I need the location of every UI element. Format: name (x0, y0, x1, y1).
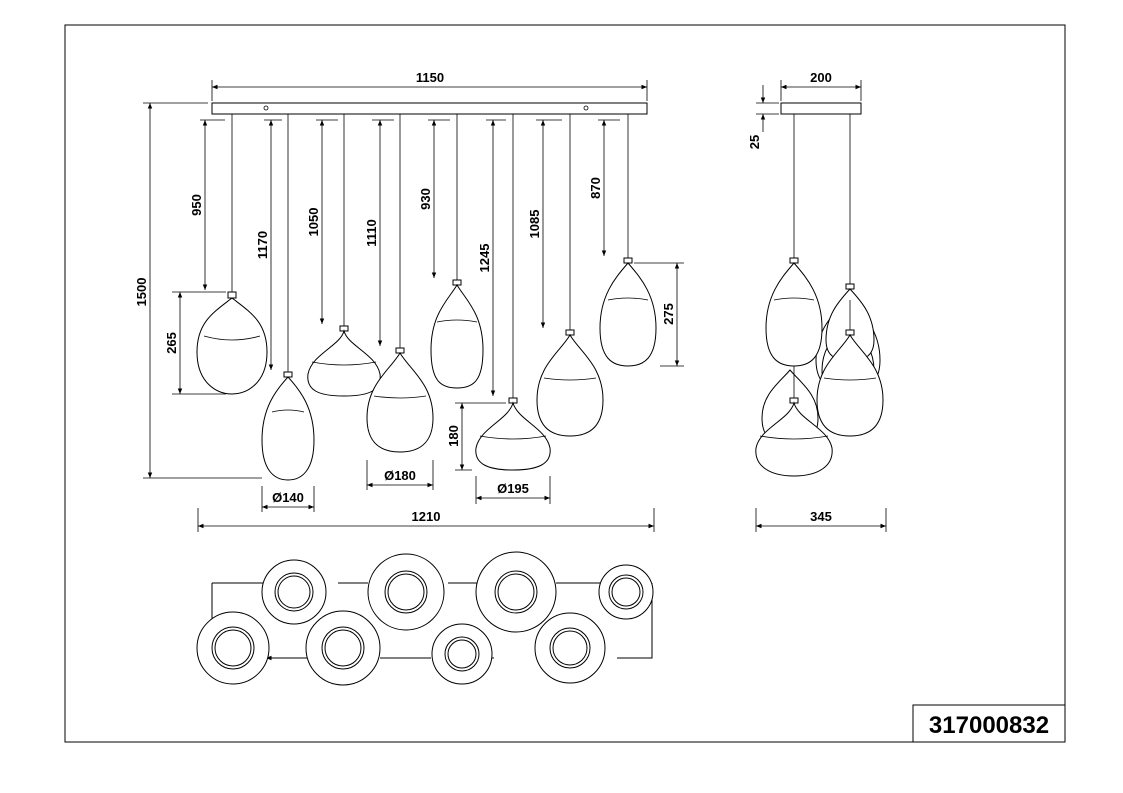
drawing-frame (64, 24, 1066, 743)
mount-screw-icon (583, 105, 589, 111)
front-view: 1150 1500 1210 950 265 (134, 70, 684, 532)
side-canopy (780, 102, 862, 115)
canopy-bar (211, 102, 648, 115)
shade-diameter-1-label: Ø140 (272, 490, 304, 505)
pendant-7 (536, 114, 604, 437)
cable-length-8-label: 870 (588, 177, 603, 199)
top-shade-3 (475, 551, 557, 633)
cable-length-7-label: 1085 (527, 210, 542, 239)
pendant-2 (261, 114, 315, 481)
pendant-5 (430, 114, 484, 389)
shade-height-3-label: 275 (661, 303, 676, 325)
canopy-length-label: 1150 (416, 70, 444, 85)
cable-length-3-label: 1050 (306, 208, 321, 237)
product-code-box: 317000832 (912, 704, 1066, 743)
side-view: 200 25 (747, 70, 887, 532)
shade-height-1-label: 265 (164, 332, 179, 354)
side-overall-depth-label: 345 (810, 509, 832, 524)
cable-length-5-label: 930 (418, 188, 433, 210)
side-canopy-height-label: 25 (747, 135, 762, 149)
mount-screw-icon (263, 105, 269, 111)
shade-diameter-3-label: Ø195 (497, 481, 529, 496)
cable-length-4-label: 1110 (364, 219, 379, 247)
pendant-4 (366, 114, 434, 453)
cable-length-6-label: 1245 (477, 244, 492, 273)
top-shade-5 (196, 611, 270, 685)
shade-diameter-2-label: Ø180 (384, 468, 416, 483)
overall-height-label: 1500 (134, 278, 149, 307)
shade-height-2-label: 180 (446, 425, 461, 447)
pendant-6 (475, 114, 551, 471)
top-shade-2 (367, 553, 445, 631)
side-pendant-right (816, 114, 884, 437)
product-code: 317000832 (929, 712, 1049, 739)
pendant-3 (307, 114, 381, 397)
top-view (196, 551, 654, 686)
cable-length-1-label: 950 (189, 194, 204, 216)
side-pendant-bottom (755, 366, 833, 477)
top-shade-7 (431, 623, 493, 685)
top-shade-4 (598, 564, 654, 620)
top-shade-1 (261, 559, 327, 625)
pendant-8 (599, 114, 657, 367)
overall-width-label: 1210 (412, 509, 441, 524)
pendant-1 (196, 114, 268, 395)
cable-length-2-label: 1170 (255, 231, 270, 259)
top-shade-8 (534, 612, 606, 684)
side-pendant-left (765, 114, 823, 367)
side-canopy-width-label: 200 (810, 70, 832, 85)
top-shade-6 (305, 610, 381, 686)
